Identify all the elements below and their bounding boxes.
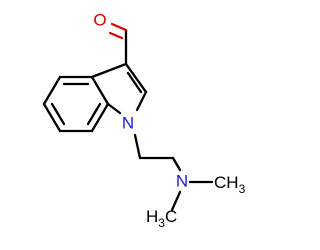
bond-c2-n1 (135, 90, 148, 112)
bond-c6-c5 (42, 102, 62, 133)
oxygen-label: O (93, 11, 106, 30)
methyl-right-subscript: 3 (239, 182, 246, 196)
ethyl-chain (133, 133, 182, 172)
bond-cho-o (110, 22, 128, 32)
indole-nitrogen-label: N (122, 114, 134, 133)
bond-c3a-c3 (90, 62, 128, 79)
bond-double-c7a-c7 (86, 102, 102, 126)
methyl-left-subscript: 3 (158, 216, 165, 230)
bond-double-cho-o (108, 31, 124, 40)
bond-n1-ch2 (133, 133, 142, 160)
methyl-right-label: CH3 (214, 173, 246, 196)
bond-namine-ch3-left (170, 190, 182, 212)
bond-ch2-namine (171, 156, 182, 172)
aldehyde-group (108, 22, 128, 66)
methyl-right-ch: CH (214, 173, 239, 192)
pyrrole-ring (90, 62, 148, 115)
bond-c3-c2 (124, 62, 148, 94)
methyl-left-c: C (165, 207, 177, 226)
bond-c7a-c7 (90, 102, 110, 133)
amine-nitrogen-label: N (176, 172, 188, 191)
benzene-ring (42, 75, 110, 133)
methyl-left-h: H (146, 207, 158, 226)
bond-double-c6-c5 (50, 102, 66, 126)
molecule-structure: O N N CH3 H3C (42, 11, 246, 230)
methyl-left-label: H3C (146, 207, 177, 230)
bond-c7a-n1 (106, 102, 122, 115)
bond-double-c3-c2 (126, 71, 143, 94)
dimethylamine-group (170, 180, 214, 212)
bond-c3a-c7a (90, 75, 110, 106)
bond-c5-c4 (42, 75, 62, 106)
